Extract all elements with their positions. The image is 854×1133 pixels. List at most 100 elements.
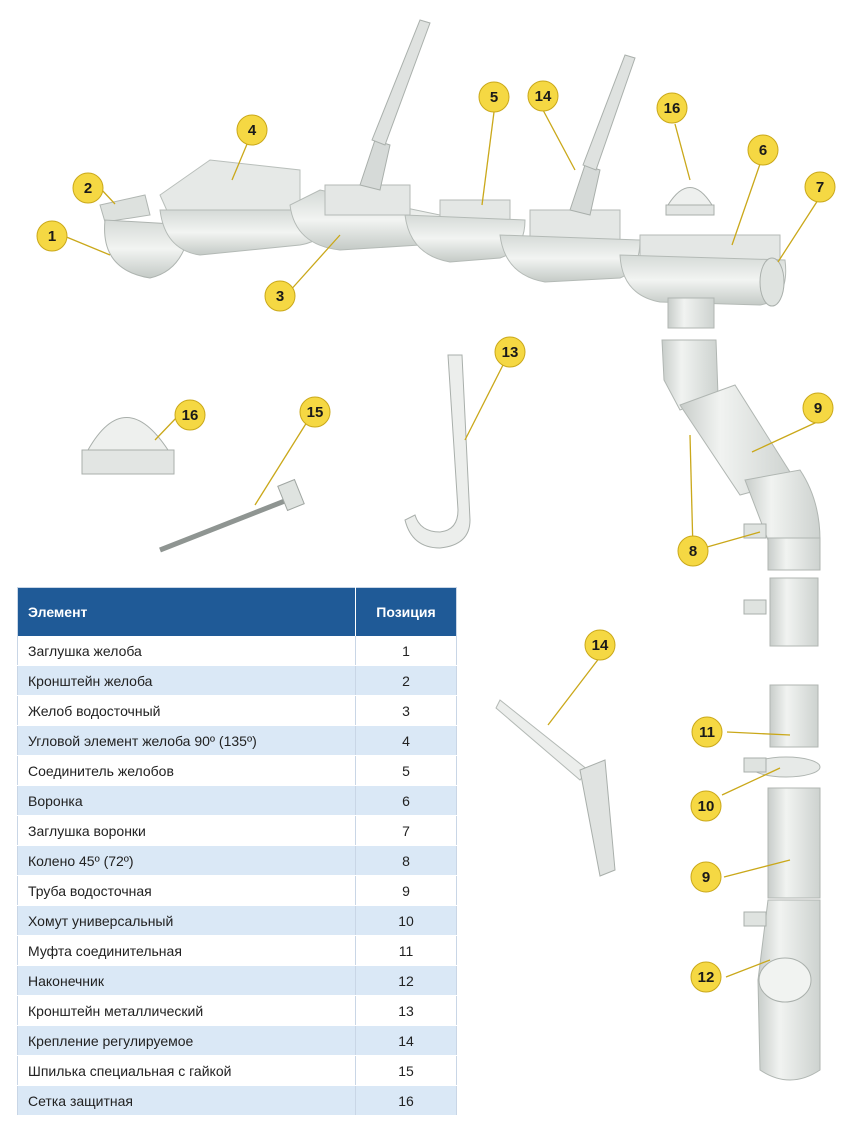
callout-circle bbox=[174, 399, 206, 431]
callout-circle bbox=[236, 114, 268, 146]
callout-badge: 11 bbox=[691, 716, 723, 748]
callout-number: 16 bbox=[664, 100, 681, 117]
callout-circle bbox=[494, 336, 526, 368]
position-cell: 6 bbox=[355, 785, 457, 816]
callout-circle bbox=[690, 790, 722, 822]
callout-number: 14 bbox=[535, 88, 552, 105]
callout-circle bbox=[36, 220, 68, 252]
callout-circle bbox=[656, 92, 688, 124]
callout-number: 9 bbox=[814, 400, 822, 417]
element-cell: Кронштейн металлический bbox=[17, 995, 356, 1026]
downpipe-assembly bbox=[661, 339, 821, 1081]
position-cell: 11 bbox=[355, 935, 457, 966]
callout-circle bbox=[527, 80, 559, 112]
leader-lines bbox=[63, 109, 819, 978]
callout-badge: 16 bbox=[656, 92, 688, 124]
element-cell: Воронка bbox=[17, 785, 356, 816]
position-cell: 15 bbox=[355, 1055, 457, 1086]
callout-circle bbox=[804, 171, 836, 203]
leaf-guard-large bbox=[81, 417, 175, 475]
callout-badge: 15 bbox=[299, 396, 331, 428]
callout-badge: 12 bbox=[690, 961, 722, 993]
position-cell: 14 bbox=[355, 1025, 457, 1056]
position-cell: 13 bbox=[355, 995, 457, 1026]
callout-badge: 3 bbox=[264, 280, 296, 312]
callout-badge: 5 bbox=[478, 81, 510, 113]
callout-number: 16 bbox=[182, 407, 199, 424]
position-cell: 3 bbox=[355, 695, 457, 726]
gutter-assembly bbox=[99, 19, 787, 329]
callout-number: 6 bbox=[759, 142, 767, 159]
element-cell: Колено 45º (72º) bbox=[17, 845, 356, 876]
callout-number: 13 bbox=[502, 344, 519, 361]
metal-bracket bbox=[404, 354, 471, 549]
position-cell: 16 bbox=[355, 1085, 457, 1116]
callout-badge: 14 bbox=[584, 629, 616, 661]
callout-circle bbox=[584, 629, 616, 661]
position-cell: 10 bbox=[355, 905, 457, 936]
callout-badge: 9 bbox=[802, 392, 834, 424]
position-cell: 8 bbox=[355, 845, 457, 876]
callout-circle bbox=[802, 392, 834, 424]
callout-circle bbox=[72, 172, 104, 204]
callout-badge: 16 bbox=[174, 399, 206, 431]
callout-number: 5 bbox=[490, 89, 498, 106]
callout-number: 9 bbox=[702, 869, 710, 886]
callout-number: 1 bbox=[48, 228, 56, 245]
element-cell: Соединитель желобов bbox=[17, 755, 356, 786]
callout-badge: 14 bbox=[527, 80, 559, 112]
position-cell: 9 bbox=[355, 875, 457, 906]
callout-number: 15 bbox=[307, 404, 324, 421]
callout-number: 3 bbox=[276, 288, 284, 305]
callout-badge: 4 bbox=[236, 114, 268, 146]
position-cell: 4 bbox=[355, 725, 457, 756]
callout-number: 10 bbox=[698, 798, 715, 815]
callout-circle bbox=[747, 134, 779, 166]
element-cell: Угловой элемент желоба 90º (135º) bbox=[17, 725, 356, 756]
element-cell: Заглушка воронки bbox=[17, 815, 356, 846]
element-cell: Хомут универсальный bbox=[17, 905, 356, 936]
callout-badge: 13 bbox=[494, 336, 526, 368]
element-cell: Наконечник bbox=[17, 965, 356, 996]
callout-circle bbox=[690, 861, 722, 893]
element-cell: Крепление регулируемое bbox=[17, 1025, 356, 1056]
callout-number: 8 bbox=[689, 543, 697, 560]
callout-circle bbox=[677, 535, 709, 567]
position-cell: 5 bbox=[355, 755, 457, 786]
table-row: Колено 45º (72º)8 bbox=[17, 845, 457, 876]
callout-number: 7 bbox=[816, 179, 824, 196]
callout-badge: 8 bbox=[677, 535, 709, 567]
element-cell: Заглушка желоба bbox=[17, 636, 356, 666]
callout-badge: 2 bbox=[72, 172, 104, 204]
callout-number: 2 bbox=[84, 180, 92, 197]
element-cell: Труба водосточная bbox=[17, 875, 356, 906]
element-cell: Сетка защитная bbox=[17, 1085, 356, 1116]
position-cell: 2 bbox=[355, 665, 457, 696]
element-cell: Шпилька специальная с гайкой bbox=[17, 1055, 356, 1086]
leaf-guard-small bbox=[665, 187, 715, 216]
callout-badge: 7 bbox=[804, 171, 836, 203]
callout-number: 11 bbox=[699, 724, 715, 741]
table-header-row: Элемент Позиция bbox=[17, 587, 457, 636]
callout-circle bbox=[264, 280, 296, 312]
threaded-rod bbox=[159, 478, 305, 553]
table-row: Угловой элемент желоба 90º (135º)4 bbox=[17, 725, 457, 756]
callout-circle bbox=[478, 81, 510, 113]
callout-badge: 6 bbox=[747, 134, 779, 166]
callout-number: 12 bbox=[698, 969, 715, 986]
